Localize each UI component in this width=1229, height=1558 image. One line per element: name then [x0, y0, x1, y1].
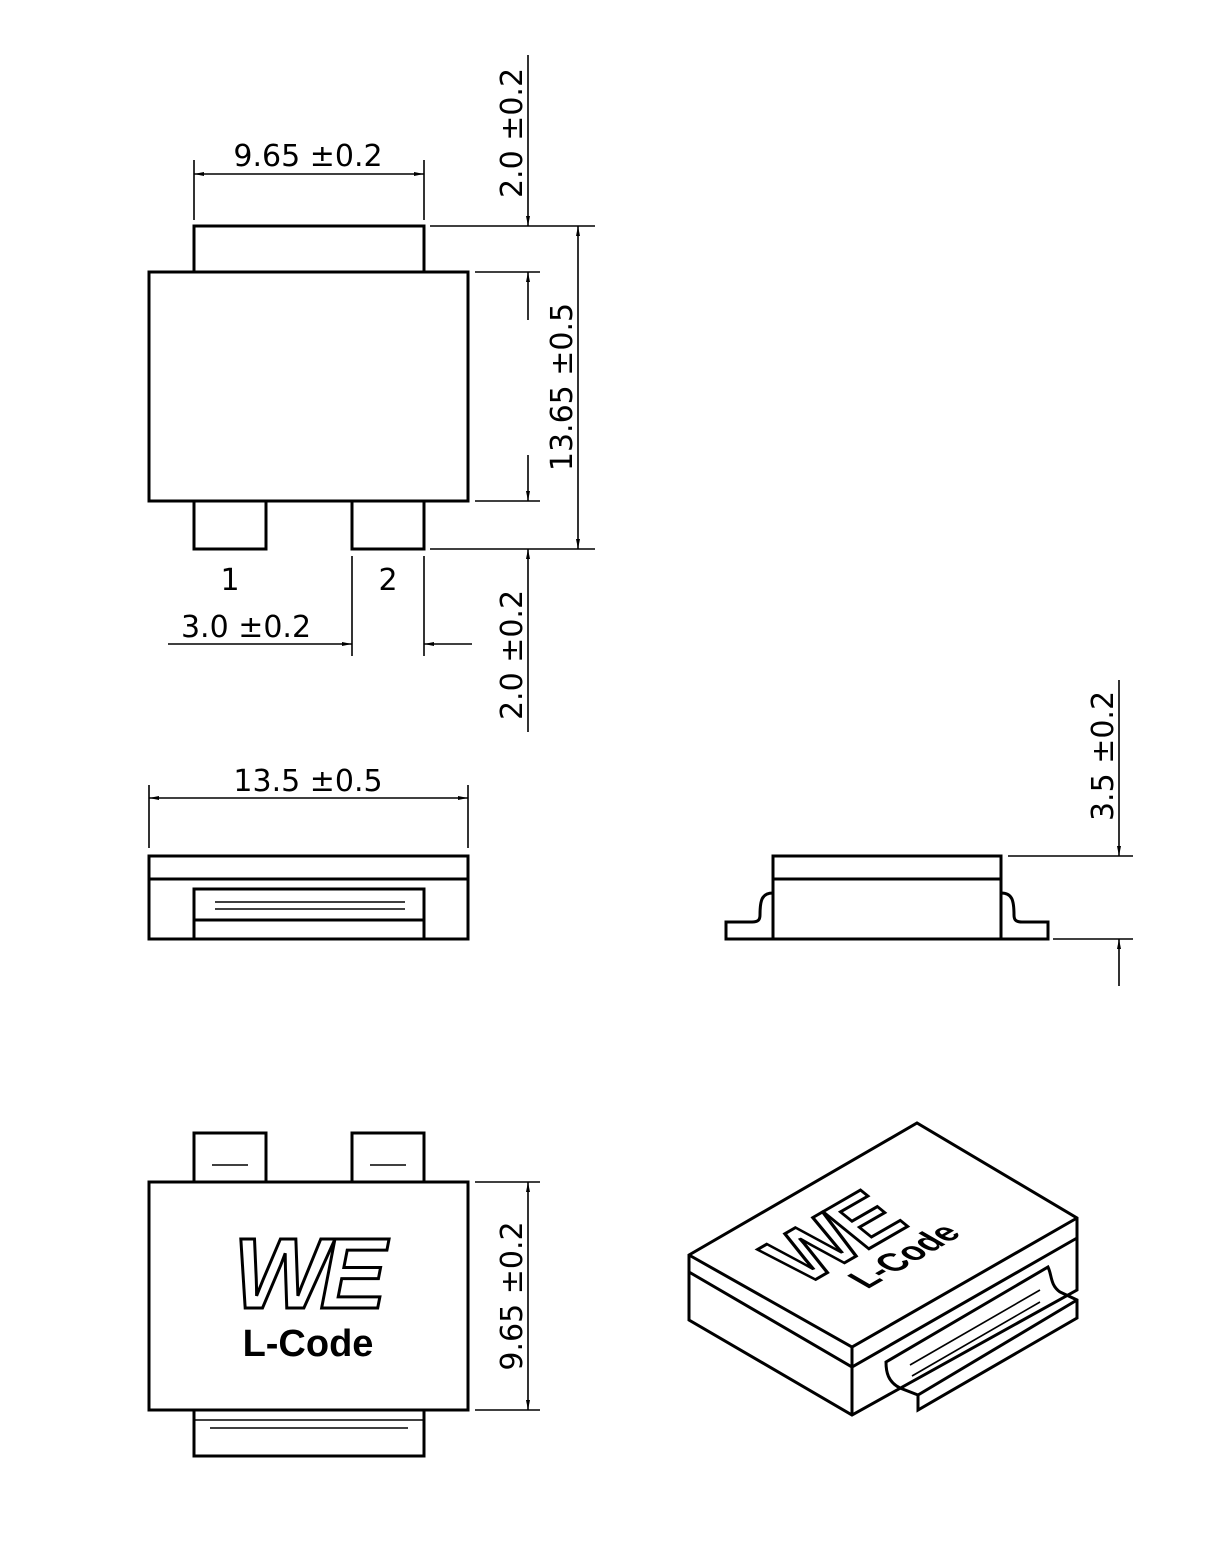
length-dimension: 13.65 ±0.5 — [545, 303, 580, 471]
pad-width-dimension: 3.0 ±0.2 — [181, 610, 311, 645]
pin-2-label: 2 — [378, 563, 397, 598]
height-dimension: 3.5 ±0.2 — [1086, 691, 1121, 821]
top-pad — [192, 224, 426, 274]
side-length-dimension: 13.5 ±0.5 — [233, 764, 382, 799]
pad-2 — [350, 499, 426, 551]
l-code-marking: L-Code — [243, 1323, 374, 1365]
bottom-view: WE L-Code 9.65 ±0.2 — [147, 1131, 540, 1458]
pad-1 — [192, 499, 268, 551]
bottom-pad-dimension: 2.0 ±0.2 — [495, 590, 530, 720]
top-pad-dimension: 2.0 ±0.2 — [495, 68, 530, 198]
body — [147, 270, 470, 503]
end-view: 3.5 ±0.2 — [724, 680, 1133, 986]
bottom-width-dimension: 9.65 ±0.2 — [495, 1221, 530, 1370]
top-view: 1 2 9.65 ±0.2 2.0 ±0.2 13.65 ±0.5 2.0 ±0… — [147, 55, 595, 732]
pin-1-label: 1 — [220, 563, 239, 598]
side-view: 13.5 ±0.5 — [147, 764, 470, 941]
top-width-dimension: 9.65 ±0.2 — [233, 139, 382, 174]
we-logo: WE — [233, 1218, 389, 1330]
isometric-view: WE L-Code — [687, 1121, 1079, 1417]
